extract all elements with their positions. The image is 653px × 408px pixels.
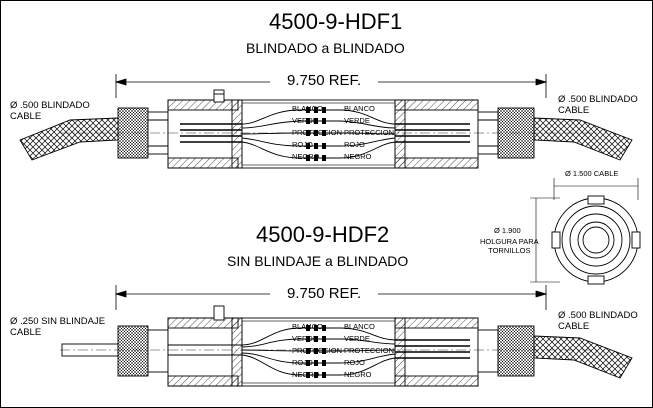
bottom-length-label: 9.750 REF. — [287, 285, 362, 302]
bottom-assembly — [60, 305, 633, 387]
top-assembly — [19, 89, 633, 169]
top-length-label: 9.750 REF. — [287, 72, 362, 89]
top-subtitle: BLINDADO a BLINDADO — [246, 40, 405, 56]
end-view-hole-dim: Ø 1.900 — [494, 226, 521, 235]
bottom-title: 4500-9-HDF2 — [256, 222, 390, 247]
top-dimension-line — [114, 74, 548, 98]
bottom-subtitle: SIN BLINDAJE a BLINDADO — [227, 253, 409, 269]
end-view — [530, 178, 641, 285]
bottom-dimension-line — [114, 285, 548, 310]
top-title: 4500-9-HDF1 — [269, 9, 403, 34]
end-view-cable-dim: Ø 1.500 CABLE — [565, 169, 619, 178]
